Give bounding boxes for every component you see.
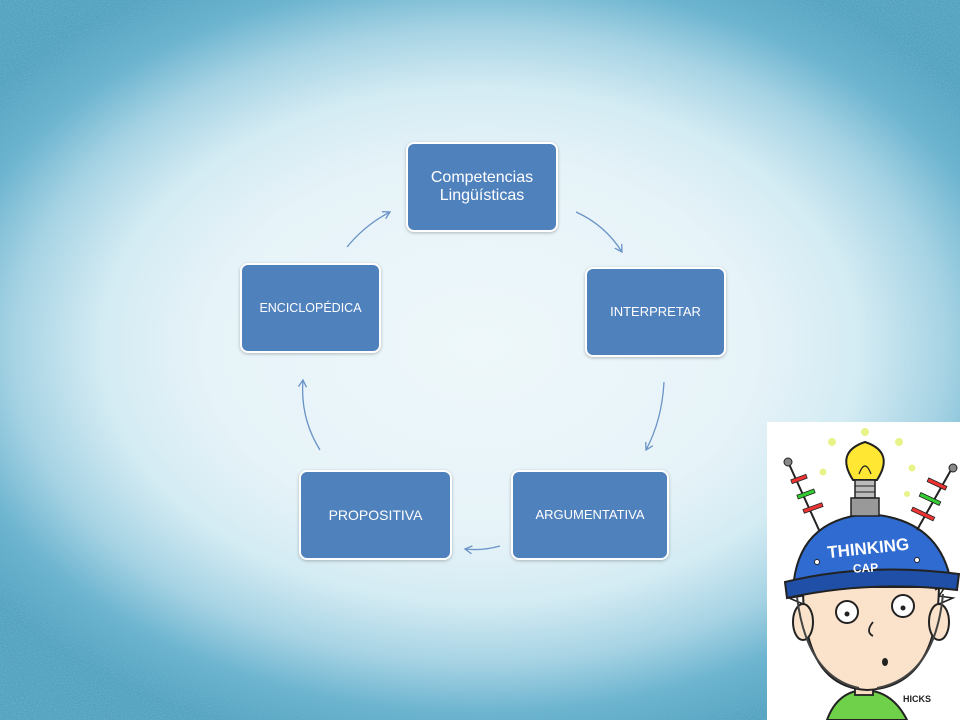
node-interpretar: INTERPRETAR bbox=[585, 267, 726, 357]
node-propositiva-label: PROPOSITIVA bbox=[328, 506, 423, 523]
node-enciclopedica-label: ENCICLOPÉDICA bbox=[259, 300, 362, 315]
node-competencias-linguisticas: Competencias Lingüísticas bbox=[406, 142, 558, 232]
node-argumentativa-label: ARGUMENTATIVA bbox=[535, 506, 645, 522]
node-competencias-line-1: Competencias bbox=[430, 168, 534, 186]
thinking-cap-illustration: THINKING CAP bbox=[767, 422, 960, 720]
node-propositiva: PROPOSITIVA bbox=[299, 470, 452, 560]
node-interpretar-label: INTERPRETAR bbox=[610, 303, 701, 319]
node-argumentativa: ARGUMENTATIVA bbox=[511, 470, 669, 560]
node-competencias-line-2: Lingüísticas bbox=[439, 187, 525, 204]
node-enciclopedica: ENCICLOPÉDICA bbox=[240, 263, 381, 353]
thinking-cap-boy-image: THINKING CAP bbox=[783, 428, 960, 720]
cap-text-line2: CAP bbox=[853, 560, 879, 575]
illustration-signature: HICKS bbox=[903, 694, 931, 704]
